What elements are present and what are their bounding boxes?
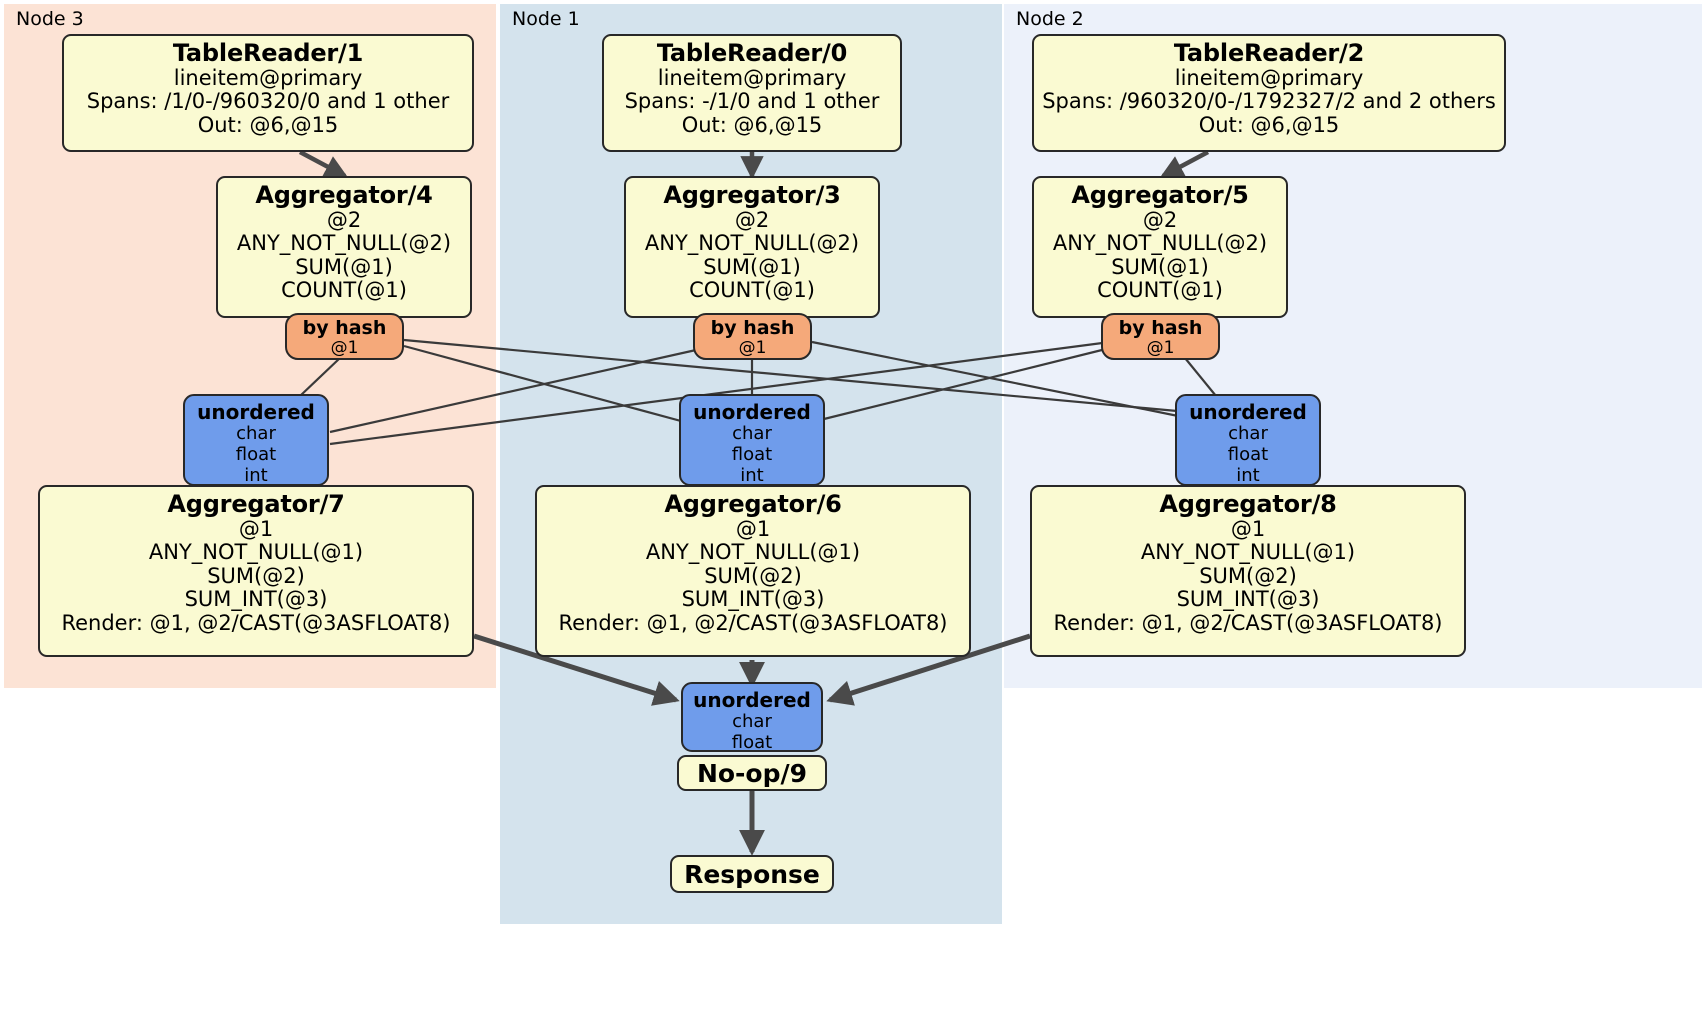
out-columns: Out: @6,@15 — [197, 112, 339, 137]
processor-title: TableReader/0 — [656, 39, 848, 67]
router-key: @1 — [738, 337, 767, 358]
table-ref: lineitem@primary — [173, 65, 363, 90]
agg-func-1: ANY_NOT_NULL(@1) — [1140, 540, 1356, 565]
agg-func-1: ANY_NOT_NULL(@2) — [236, 231, 452, 256]
agg-func-2: SUM(@1) — [295, 254, 393, 279]
processor-aggregator-5[interactable]: Aggregator/5 @2 ANY_NOT_NULL(@2) SUM(@1)… — [1032, 176, 1288, 318]
synchronizer-unordered-6[interactable]: unordered char float int — [679, 394, 825, 486]
spans: Spans: /1/0-/960320/0 and 1 other — [86, 89, 450, 114]
table-ref: lineitem@primary — [657, 65, 847, 90]
response-title: Response — [684, 859, 820, 889]
column-type-2: float — [235, 444, 277, 466]
processor-aggregator-8[interactable]: Aggregator/8 @1 ANY_NOT_NULL(@1) SUM(@2)… — [1030, 485, 1466, 657]
agg-func-2: SUM(@1) — [1111, 254, 1209, 279]
router-by-hash-3[interactable]: by hash @1 — [693, 313, 812, 360]
table-ref: lineitem@primary — [1174, 65, 1364, 90]
out-columns: Out: @6,@15 — [1198, 112, 1340, 137]
processor-no-op-9[interactable]: No-op/9 — [677, 755, 827, 791]
processor-title: Aggregator/7 — [167, 490, 345, 518]
synchronizer-title: unordered — [1189, 400, 1307, 424]
agg-func-1: ANY_NOT_NULL(@1) — [148, 540, 364, 565]
router-key: @1 — [330, 337, 359, 358]
synchronizer-unordered-8[interactable]: unordered char float int — [1175, 394, 1321, 486]
spans: Spans: /960320/0-/1792327/2 and 2 others — [1042, 89, 1496, 114]
agg-func-3: SUM_INT(@3) — [184, 587, 328, 612]
column-type-2: float — [1227, 444, 1269, 466]
column-type-2: float — [731, 732, 773, 754]
column-type-1: char — [1228, 423, 1268, 445]
processor-title: TableReader/1 — [172, 39, 364, 67]
synchronizer-title: unordered — [197, 400, 315, 424]
agg-func-1: ANY_NOT_NULL(@1) — [645, 540, 861, 565]
column-type-2: float — [731, 444, 773, 466]
agg-func-2: SUM(@1) — [703, 254, 801, 279]
processor-table-reader-1[interactable]: TableReader/1 lineitem@primary Spans: /1… — [62, 34, 474, 152]
group-cols: @1 — [735, 516, 771, 541]
processor-title: No-op/9 — [696, 758, 808, 788]
spans: Spans: -/1/0 and 1 other — [624, 89, 880, 114]
processor-title: Aggregator/4 — [255, 181, 433, 209]
column-type-3: int — [740, 464, 764, 486]
render-expr: Render: @1, @2/CAST(@3ASFLOAT8) — [558, 610, 948, 635]
agg-func-2: SUM(@2) — [207, 563, 305, 588]
processor-title: Aggregator/3 — [663, 181, 841, 209]
column-type-3: int — [244, 464, 268, 486]
agg-func-3: SUM_INT(@3) — [1176, 587, 1320, 612]
cluster-label-node-3: Node 3 — [16, 8, 84, 30]
column-type-1: char — [236, 423, 276, 445]
cluster-label-node-1: Node 1 — [512, 8, 580, 30]
agg-func-3: SUM_INT(@3) — [681, 587, 825, 612]
synchronizer-unordered-final[interactable]: unordered char float — [681, 682, 823, 754]
group-cols: @1 — [1230, 516, 1266, 541]
router-title: by hash — [1118, 317, 1203, 339]
processor-aggregator-3[interactable]: Aggregator/3 @2 ANY_NOT_NULL(@2) SUM(@1)… — [624, 176, 880, 318]
router-by-hash-5[interactable]: by hash @1 — [1101, 313, 1220, 360]
processor-title: Aggregator/6 — [664, 490, 842, 518]
processor-aggregator-6[interactable]: Aggregator/6 @1 ANY_NOT_NULL(@1) SUM(@2)… — [535, 485, 971, 657]
synchronizer-title: unordered — [693, 688, 811, 712]
processor-table-reader-2[interactable]: TableReader/2 lineitem@primary Spans: /9… — [1032, 34, 1506, 152]
agg-func-3: COUNT(@1) — [689, 278, 815, 303]
agg-func-3: COUNT(@1) — [1097, 278, 1223, 303]
agg-func-2: SUM(@2) — [1199, 563, 1297, 588]
processor-aggregator-7[interactable]: Aggregator/7 @1 ANY_NOT_NULL(@1) SUM(@2)… — [38, 485, 474, 657]
router-key: @1 — [1146, 337, 1175, 358]
render-expr: Render: @1, @2/CAST(@3ASFLOAT8) — [1053, 610, 1443, 635]
group-cols: @1 — [238, 516, 274, 541]
column-type-3: int — [1236, 464, 1260, 486]
column-type-1: char — [732, 423, 772, 445]
router-title: by hash — [302, 317, 387, 339]
group-cols: @2 — [326, 207, 362, 232]
out-columns: Out: @6,@15 — [681, 112, 823, 137]
cluster-label-node-2: Node 2 — [1016, 8, 1084, 30]
processor-title: Aggregator/5 — [1071, 181, 1249, 209]
processor-table-reader-0[interactable]: TableReader/0 lineitem@primary Spans: -/… — [602, 34, 902, 152]
processor-title: TableReader/2 — [1173, 39, 1365, 67]
group-cols: @2 — [734, 207, 770, 232]
processor-aggregator-4[interactable]: Aggregator/4 @2 ANY_NOT_NULL(@2) SUM(@1)… — [216, 176, 472, 318]
agg-func-3: COUNT(@1) — [281, 278, 407, 303]
synchronizer-unordered-7[interactable]: unordered char float int — [183, 394, 329, 486]
router-title: by hash — [710, 317, 795, 339]
processor-title: Aggregator/8 — [1159, 490, 1337, 518]
column-type-1: char — [732, 711, 772, 733]
render-expr: Render: @1, @2/CAST(@3ASFLOAT8) — [61, 610, 451, 635]
agg-func-1: ANY_NOT_NULL(@2) — [644, 231, 860, 256]
node-response[interactable]: Response — [670, 855, 834, 893]
agg-func-1: ANY_NOT_NULL(@2) — [1052, 231, 1268, 256]
synchronizer-title: unordered — [693, 400, 811, 424]
group-cols: @2 — [1142, 207, 1178, 232]
router-by-hash-4[interactable]: by hash @1 — [285, 313, 404, 360]
agg-func-2: SUM(@2) — [704, 563, 802, 588]
